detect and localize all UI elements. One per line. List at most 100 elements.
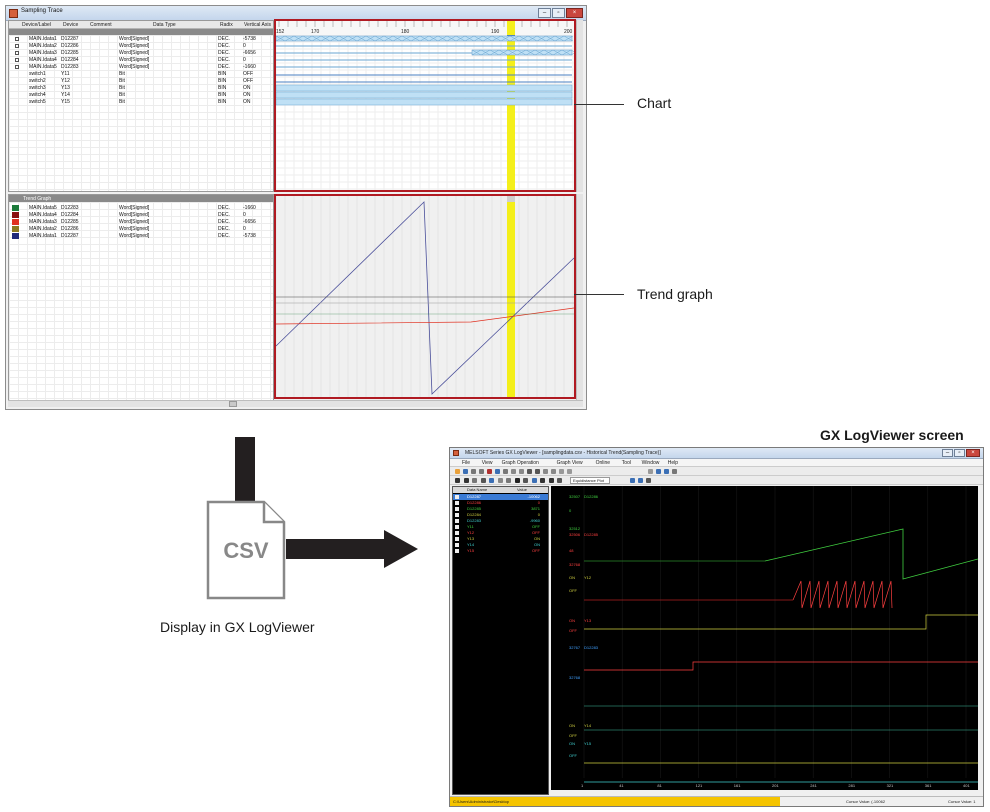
menu-help[interactable]: Help [667,460,679,466]
gx-col-data-name[interactable]: Data Name [467,487,488,492]
toolbar-button[interactable] [557,478,562,483]
toolbar-button[interactable] [489,478,494,483]
menu-view[interactable]: View [481,460,493,466]
col-vertical-axis[interactable]: Vertical Axis [244,22,271,28]
toolbar-button[interactable] [514,478,520,483]
menu-file[interactable]: File [462,460,471,466]
toolbar-button[interactable] [472,478,477,483]
trend-header-row[interactable]: Trend Graph [9,195,273,202]
col-comment[interactable]: Comment [90,22,112,28]
toolbar-button[interactable] [540,478,545,483]
toolbar-button[interactable] [646,478,651,483]
toolbar-button[interactable] [527,469,532,474]
display-mode-select[interactable]: Equidistance Plot [570,477,610,484]
scroll-thumb[interactable] [229,401,237,407]
toolbar-button[interactable] [463,469,468,474]
color-swatch[interactable] [12,226,19,232]
row-checkbox[interactable] [455,507,459,511]
toolbar-button[interactable] [548,478,554,483]
row-checkbox[interactable] [455,513,459,517]
row-checkbox[interactable] [455,537,459,541]
toolbar-button[interactable] [672,469,677,474]
toolbar-button[interactable] [503,469,508,474]
toolbar-button[interactable] [480,478,486,483]
minimize-button[interactable]: – [538,8,551,18]
col-radix[interactable]: Radix [220,22,233,28]
gx-list-row[interactable]: D12287-10062 [453,494,548,500]
col-device[interactable]: Device [63,22,79,28]
row-checkbox[interactable] [15,37,19,41]
toolbar-button[interactable] [559,469,564,474]
toolbar-button[interactable] [479,469,484,474]
row-checkbox[interactable] [455,525,459,529]
color-swatch[interactable] [12,212,19,218]
maximize-button[interactable]: ▫ [552,8,565,18]
toolbar-button[interactable] [506,478,511,483]
menu-online[interactable]: Online [595,460,611,466]
chart-vertical-scrollbar[interactable] [576,20,583,192]
toolbar-button[interactable] [511,469,516,474]
row-checkbox[interactable] [455,531,459,535]
toolbar-button[interactable] [638,478,643,483]
gx-minimize-button[interactable]: – [942,449,953,457]
toolbar-button[interactable] [535,469,540,474]
toolbar-button[interactable] [656,469,661,474]
col-device-label[interactable]: Device/Label [22,22,51,28]
gx-close-button[interactable]: × [966,449,980,457]
toolbar-button[interactable] [487,469,492,474]
selected-row[interactable] [9,29,273,35]
gx-col-value[interactable]: Value [517,487,527,492]
toolbar-button[interactable] [523,478,528,483]
toolbar-button[interactable] [471,469,476,474]
toolbar-button[interactable] [495,469,500,474]
toolbar-button[interactable] [630,478,635,483]
toolbar-button[interactable] [463,478,469,483]
toolbar-button[interactable] [543,469,548,474]
gx-maximize-button[interactable]: ▫ [954,449,965,457]
toolbar-button[interactable] [531,478,537,483]
toolbar-button[interactable] [497,478,503,483]
row-checkbox[interactable] [15,44,19,48]
toolbar-button[interactable] [519,469,524,474]
color-swatch[interactable] [12,233,19,239]
row-checkbox[interactable] [15,65,19,69]
horizontal-scrollbar[interactable] [8,400,583,407]
toolbar-button[interactable] [648,469,653,474]
toolbar-button[interactable] [455,478,460,483]
gx-list-row[interactable]: D12283-9960 [453,518,548,524]
row-checkbox[interactable] [455,495,459,499]
color-swatch[interactable] [12,219,19,225]
color-swatch[interactable] [12,205,19,211]
row-checkbox[interactable] [455,519,459,523]
row-checkbox[interactable] [455,501,459,505]
row-checkbox[interactable] [15,51,19,55]
row-checkbox[interactable] [455,549,459,553]
trend-graph-area[interactable] [274,194,576,399]
trend-vertical-scrollbar[interactable] [576,194,583,400]
col-data-type[interactable]: Data Type [153,22,176,28]
menu-graph-operation[interactable]: Graph Operation [501,460,539,466]
row-checkbox[interactable] [455,543,459,547]
close-button[interactable]: × [566,8,583,18]
